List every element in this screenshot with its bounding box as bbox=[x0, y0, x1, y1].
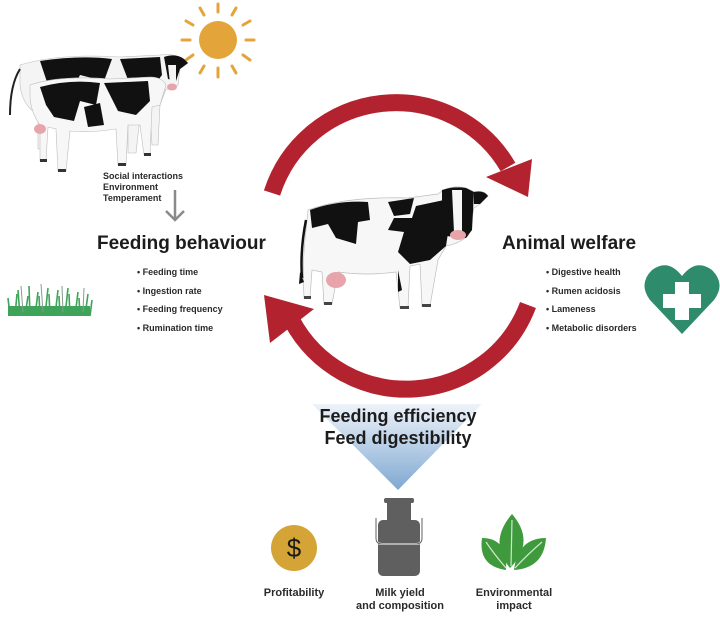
influences-list: Social interactions Environment Temperam… bbox=[103, 171, 183, 204]
svg-text:$: $ bbox=[287, 533, 302, 563]
milk-can-icon bbox=[374, 498, 424, 578]
outcome-profitability: Profitability bbox=[263, 587, 325, 599]
cycle-arrow-top bbox=[263, 94, 516, 196]
sun-icon bbox=[176, 0, 260, 82]
arrowhead-right bbox=[486, 159, 532, 197]
animal-welfare-item: Metabolic disorders bbox=[546, 319, 637, 338]
influence-item: Temperament bbox=[103, 193, 162, 203]
feeding-behaviour-item: Feeding frequency bbox=[137, 300, 223, 319]
cow-illustration bbox=[298, 180, 490, 315]
outcome-environmental-impact: Environmental impact bbox=[475, 587, 553, 612]
influence-item: Environment bbox=[103, 182, 159, 192]
leaves-icon bbox=[478, 512, 548, 572]
animal-welfare-item: Lameness bbox=[546, 300, 637, 319]
arrow-down-icon bbox=[164, 190, 186, 224]
arrowhead-left bbox=[264, 295, 314, 343]
feeding-behaviour-item: Ingestion rate bbox=[137, 282, 223, 301]
animal-welfare-list: Digestive health Rumen acidosis Lameness… bbox=[546, 263, 637, 337]
cycle-arrows bbox=[250, 85, 550, 405]
center-title: Feeding efficiency Feed digestibility bbox=[300, 405, 496, 449]
dollar-coin-icon: $ bbox=[270, 524, 318, 572]
cows-illustration bbox=[0, 45, 200, 185]
animal-welfare-title: Animal welfare bbox=[502, 233, 637, 254]
influence-item: Social interactions bbox=[103, 171, 184, 181]
animal-welfare-item: Digestive health bbox=[546, 263, 637, 282]
cycle-arrow-bottom bbox=[284, 301, 536, 398]
feeding-behaviour-list: Feeding time Ingestion rate Feeding freq… bbox=[137, 263, 223, 337]
outcome-milk-yield: Milk yield and composition bbox=[356, 587, 444, 612]
funnel-triangle bbox=[312, 404, 482, 490]
feeding-behaviour-item: Rumination time bbox=[137, 319, 223, 338]
grass-icon bbox=[6, 282, 94, 318]
animal-welfare-item: Rumen acidosis bbox=[546, 282, 637, 301]
feed-digestibility-label: Feed digestibility bbox=[324, 428, 472, 448]
feeding-behaviour-item: Feeding time bbox=[137, 263, 223, 282]
heart-plus-icon bbox=[644, 262, 720, 336]
feeding-behaviour-title: Feeding behaviour bbox=[97, 233, 266, 254]
feeding-efficiency-label: Feeding efficiency bbox=[319, 406, 477, 426]
